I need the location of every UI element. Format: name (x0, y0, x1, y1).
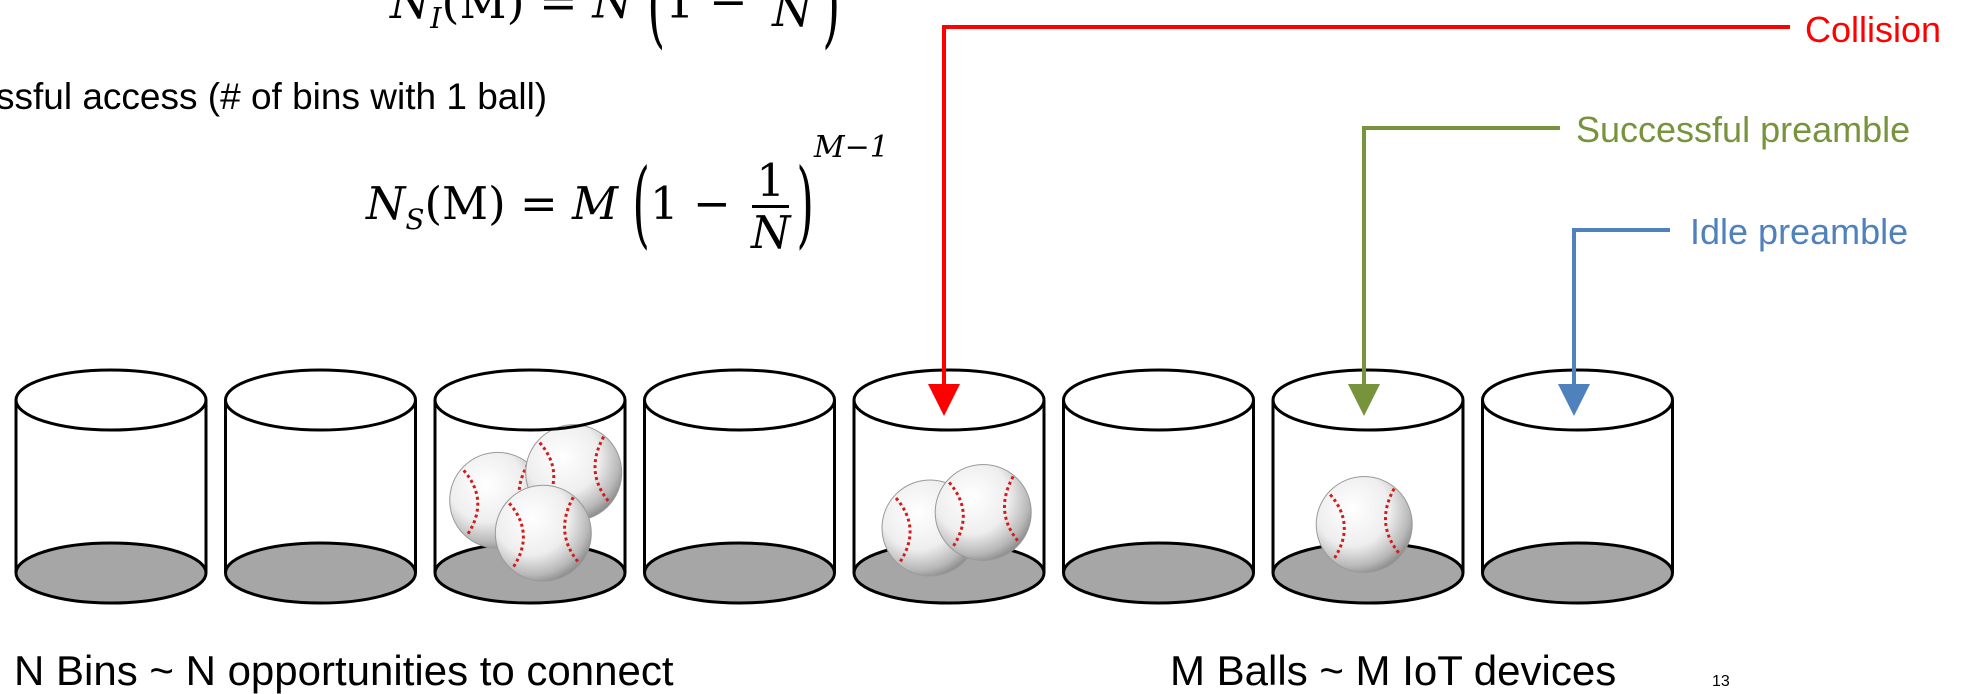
bin-rim (643, 368, 836, 432)
success-caption: ssful access (# of bins with 1 ball) (0, 76, 548, 117)
bin-floor (14, 541, 208, 605)
legend-successful-label: Successful preamble (1576, 109, 1911, 150)
formula-idle-fraction: N (772, 0, 813, 37)
bin (852, 368, 1046, 605)
formula-idle: NI(M) = N (1 − N) (390, 0, 840, 50)
bin-rim (852, 368, 1046, 432)
bin (14, 368, 208, 605)
bin-rim (1271, 368, 1465, 432)
slide-number: 13 (1712, 673, 1730, 690)
baseball (934, 463, 1032, 561)
bin-floor (224, 541, 417, 605)
bin-floor (1481, 541, 1674, 605)
bin (643, 368, 836, 605)
collision-arrow (928, 25, 1790, 416)
bin (1271, 368, 1465, 605)
bin-rim (1481, 368, 1674, 432)
bin-rim (14, 368, 208, 432)
bins-caption: N Bins ~ N opportunities to connect (14, 647, 674, 694)
successful-arrow (1348, 126, 1560, 416)
legend-idle-label: Idle preamble (1690, 211, 1909, 252)
bin (224, 368, 417, 605)
bin-rim (433, 368, 627, 432)
balls-caption: M Balls ~ M IoT devices (1170, 647, 1617, 694)
bin-floor (643, 541, 836, 605)
bin-rim (1062, 368, 1255, 432)
idle-arrow (1558, 228, 1670, 416)
bin (433, 368, 627, 605)
baseball (494, 484, 592, 582)
formula-idle-lhs: NI(M) (390, 0, 525, 35)
baseball (1315, 476, 1413, 574)
formula-success-lhs: NS(M) (366, 177, 506, 236)
bin-floor (1062, 541, 1255, 605)
bin-rim (224, 368, 417, 432)
bin (1481, 368, 1674, 605)
bin (1062, 368, 1255, 605)
legend-collision-label: Collision (1805, 9, 1942, 50)
